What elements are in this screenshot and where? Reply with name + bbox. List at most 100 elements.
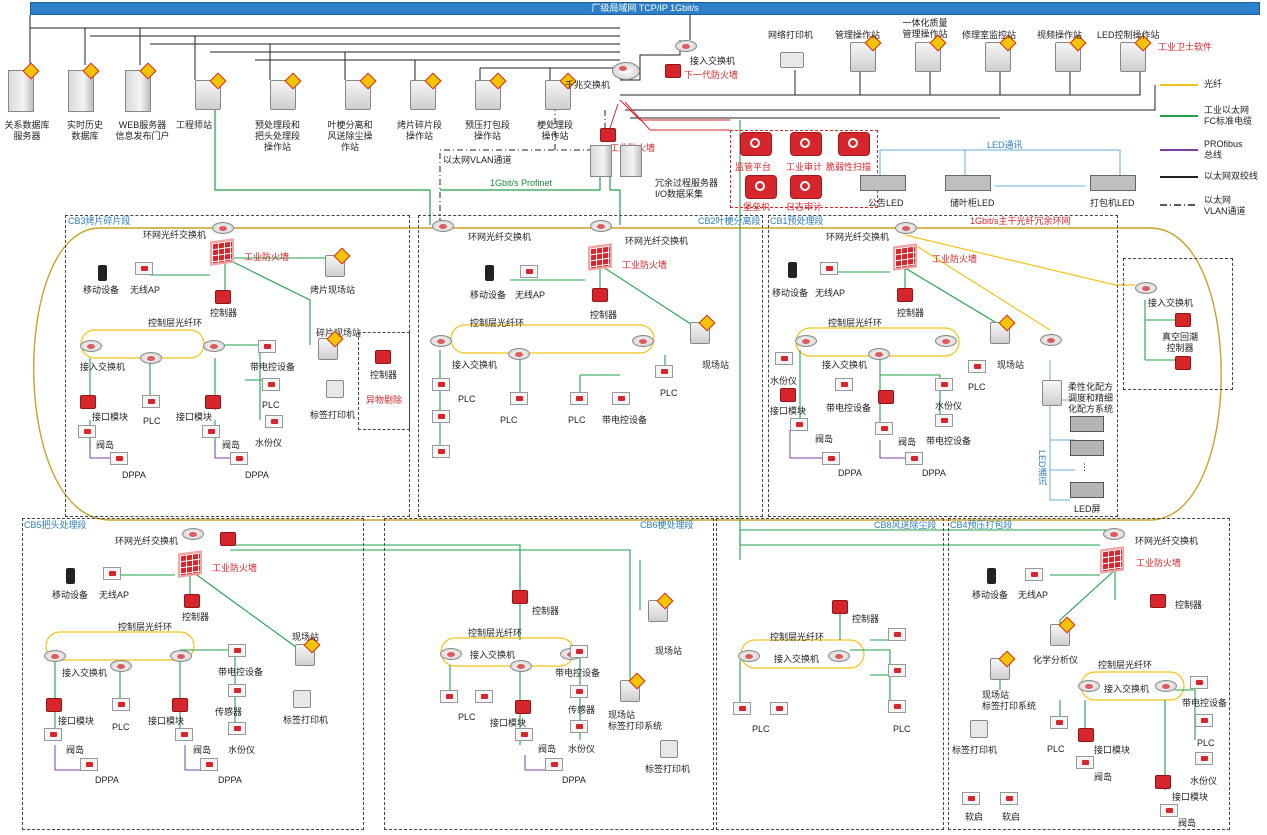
cb4-firewall-icon	[1100, 546, 1124, 574]
mgmt-station-label: 管理操作站	[835, 30, 881, 40]
legend-lines	[1160, 84, 1198, 206]
cb2-elec-icon	[612, 392, 630, 405]
cb3-bake-station-label: 烤片现场站	[310, 285, 356, 295]
cb5-wap-icon	[103, 567, 121, 580]
cb3-plc1-icon	[142, 395, 160, 408]
cb2-mobile-label: 移动设备	[470, 290, 507, 300]
cb1-elec2-icon	[935, 414, 953, 427]
cb5-firewall-icon	[178, 550, 202, 578]
cb3-mobile-icon	[98, 265, 107, 281]
cb3-dppa2-icon	[230, 452, 248, 465]
cb6-access-label: 接入交换机	[470, 650, 516, 660]
zone-cb2	[418, 215, 763, 517]
notice-led-label: 公告LED	[868, 198, 904, 208]
pre-station-icon	[270, 72, 302, 110]
vac-access-switch-icon	[1135, 282, 1157, 294]
cb8-controller-icon	[832, 600, 848, 614]
security-item-supervision: 监管平台	[735, 162, 772, 172]
cb6-station1-label: 现场站	[655, 646, 683, 656]
cb1-iface-icon	[780, 388, 796, 402]
cb3-elec-icon	[258, 340, 276, 353]
security-links	[609, 99, 730, 131]
vuln-scan-icon	[838, 132, 870, 156]
cb2-access-label: 接入交换机	[452, 360, 498, 370]
cb5-elec-icon	[228, 644, 246, 657]
cb3-controller-label: 控制器	[210, 308, 238, 318]
cb1-controller-label: 控制器	[897, 308, 925, 318]
cb6-moist-label: 水份仪	[568, 744, 596, 754]
cb4-elec-icon	[1190, 676, 1208, 689]
security-group	[730, 130, 878, 208]
cb6-plc-b-icon	[475, 690, 493, 703]
industrial-fw-icon	[600, 128, 616, 142]
cb5-elec-label: 带电控设备	[218, 667, 264, 677]
cb3-reject-group	[358, 332, 410, 430]
cb5-valve2-label: 阀岛	[193, 745, 212, 755]
cb3-label-printer-icon	[326, 380, 344, 398]
cb2-controller-label: 控制器	[590, 310, 618, 320]
zone-cb8-title: CB8风送除尘段	[874, 520, 937, 530]
cb4-soft1-icon	[962, 792, 980, 805]
press-station-label: 预压打包段操作站	[464, 120, 510, 141]
cb4-plc2-label: PLC	[1197, 738, 1215, 748]
cb3-wap-icon	[135, 262, 153, 275]
core-switch-label: 千兆交换机	[565, 80, 611, 90]
cb3-frag-station-icon	[318, 330, 344, 360]
cb2-ring-switch-label-2: 环网光纤交换机	[625, 236, 689, 246]
web-server-label: WEB服务器信息发布门户	[115, 120, 170, 141]
cb1-valve-label: 阀岛	[815, 434, 834, 444]
cb2-access-switch-c-icon	[632, 335, 654, 347]
cb4-valve1-label: 阀岛	[1094, 772, 1113, 782]
cb8-controller-label: 控制器	[852, 614, 880, 624]
cb1-iface-label: 接口模块	[770, 406, 807, 416]
cb5-ring-label: 控制层光纤环	[118, 622, 173, 632]
cb5-iface2-label: 接口模块	[148, 716, 185, 726]
cb5-ring-switch-label: 环网光纤交换机	[115, 536, 179, 546]
cb5-moist-icon	[228, 722, 246, 735]
cb1-wap-icon	[820, 262, 838, 275]
cb3-ctrl2-icon	[375, 350, 391, 364]
cb3-wap-label: 无线AP	[130, 285, 161, 295]
cb1-wap-label: 无线AP	[815, 288, 846, 298]
cb4-iface2-icon	[1155, 775, 1171, 789]
zone-cb6	[384, 518, 714, 830]
guard-software-label: 工业卫士软件	[1158, 42, 1213, 52]
cb1-flex-label: 柔性化配方调度和精细化配方系统	[1068, 382, 1114, 414]
cb4-ring-switch-icon	[1103, 528, 1125, 540]
zone-cb2-title: CB2叶梗分离段	[698, 216, 761, 226]
cb2-station-label: 现场站	[702, 360, 730, 370]
zone-cb8	[716, 518, 944, 830]
cb6-label-printer-label: 标签打印机	[645, 764, 691, 774]
vac-access-label: 接入交换机	[1148, 298, 1194, 308]
zone-cb3-title: CB3烤片碎片段	[68, 216, 131, 226]
cb4-plc2-icon	[1195, 714, 1213, 727]
cb4-access-label: 接入交换机	[1104, 684, 1150, 694]
cb3-valve1-label: 阀岛	[96, 440, 115, 450]
cb3-ctrl2-label: 控制器	[370, 370, 398, 380]
quality-station-label: 一体化质量管理操作站	[902, 18, 948, 39]
zone-cb4-title: CB4预压打包段	[950, 520, 1013, 530]
cb4-mobile-icon	[987, 568, 996, 584]
cb5-valve1-icon	[44, 728, 62, 741]
cb5-station-icon	[295, 636, 321, 666]
cb4-wap-label: 无线AP	[1018, 590, 1049, 600]
cb3-dppa2-label: DPPA	[245, 470, 269, 480]
led-vertical-comm-label: LED通讯	[1037, 450, 1047, 486]
shred-station-label: 烤片碎片段操作站	[396, 120, 442, 141]
led-station-icon	[1120, 34, 1152, 72]
packer-led-label: 打包机LED	[1090, 198, 1135, 208]
cb6-label-printer-icon	[660, 740, 678, 758]
cb6-controller-label: 控制器	[532, 606, 560, 616]
cb8-device-a-icon	[888, 628, 906, 641]
cb1-plc-icon	[968, 360, 986, 373]
cb2-plc4-label: PLC	[660, 388, 678, 398]
supervision-platform-icon	[740, 132, 772, 156]
cb4-chem-label: 化学分析仪	[1033, 655, 1079, 665]
cb3-frag-station-label: 碎片现场站	[316, 328, 362, 338]
cb1-access-switch-a-icon	[795, 335, 817, 347]
cb3-controller-icon	[215, 290, 231, 304]
